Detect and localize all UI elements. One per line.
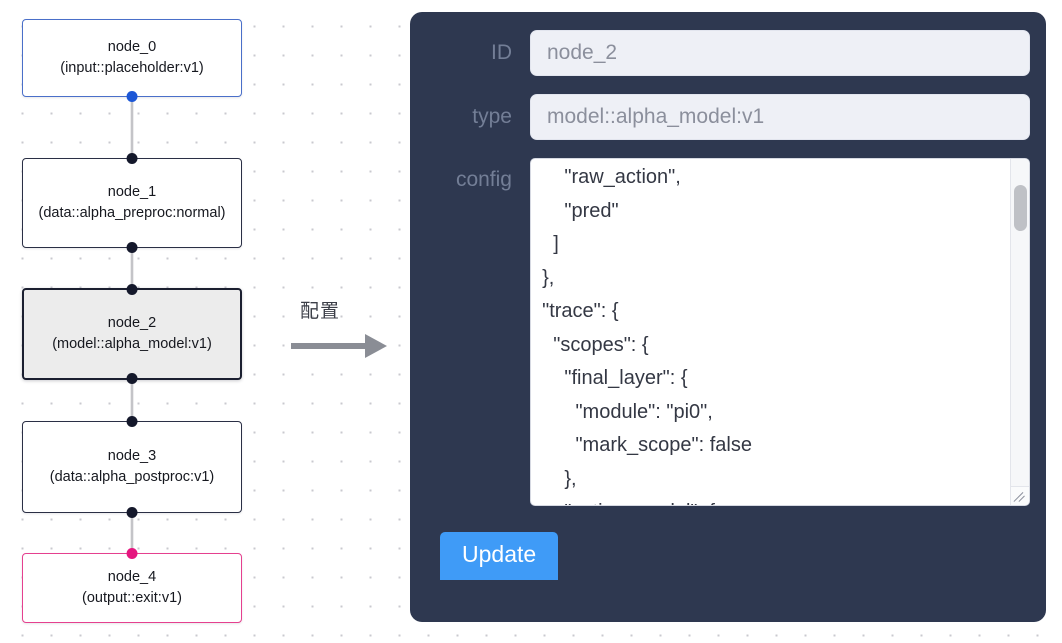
node-port-out[interactable]: [126, 91, 138, 102]
config-scrollbar[interactable]: [1010, 159, 1029, 487]
node-port-out[interactable]: [126, 242, 138, 253]
resize-handle-icon[interactable]: [1010, 486, 1029, 505]
right-arrow-icon: [291, 334, 387, 358]
config-scrollbar-thumb[interactable]: [1014, 185, 1027, 231]
node-type-label: (input::placeholder:v1): [60, 60, 204, 76]
node-type-label: (output::exit:v1): [82, 590, 182, 606]
transition-label: 配置: [300, 301, 341, 322]
graph-node-node_0[interactable]: node_0 (input::placeholder:v1): [22, 19, 242, 102]
node-inspector-panel: ID node_2 type model::alpha_model:v1 con…: [410, 12, 1046, 622]
node-type-label: (model::alpha_model:v1): [52, 336, 212, 352]
id-field-label: ID: [491, 41, 512, 64]
node-id-label: node_2: [107, 314, 157, 331]
graph-node-node_4[interactable]: node_4 (output::exit:v1): [22, 548, 242, 623]
config-textarea[interactable]: "raw_action", "pred" ] }, "trace": { "sc…: [542, 166, 752, 505]
id-input[interactable]: node_2: [530, 30, 1030, 76]
node-port-out[interactable]: [126, 507, 138, 518]
node-port-out[interactable]: [126, 373, 138, 384]
panel-actions: Update: [418, 532, 1030, 580]
graph-node-node_2[interactable]: node_2 (model::alpha_model:v1): [22, 284, 242, 384]
node-id-label: node_1: [107, 183, 157, 200]
config-textarea-wrapper[interactable]: "raw_action", "pred" ] }, "trace": { "sc…: [530, 158, 1030, 506]
graph-node-node_3[interactable]: node_3 (data::alpha_postproc:v1): [22, 416, 242, 518]
field-row-type: type model::alpha_model:v1: [418, 94, 1030, 140]
node-port-in[interactable]: [126, 548, 138, 559]
update-button[interactable]: Update: [440, 532, 559, 580]
node-port-in[interactable]: [126, 284, 138, 295]
node-id-label: node_0: [107, 38, 157, 55]
config-field-label: config: [455, 168, 512, 191]
node-port-in[interactable]: [126, 416, 138, 427]
field-row-id: ID node_2: [418, 30, 1030, 76]
type-field-label: type: [472, 105, 512, 128]
node-type-label: (data::alpha_preproc:normal): [38, 205, 226, 221]
transition-annotation: 配置: [289, 296, 397, 362]
field-row-config: config "raw_action", "pred" ] }, "trace"…: [418, 158, 1030, 506]
node-id-label: node_4: [107, 568, 157, 585]
type-input[interactable]: model::alpha_model:v1: [530, 94, 1030, 140]
node-type-label: (data::alpha_postproc:v1): [49, 469, 215, 485]
node-id-label: node_3: [107, 447, 157, 464]
node-port-in[interactable]: [126, 153, 138, 164]
graph-node-node_1[interactable]: node_1 (data::alpha_preproc:normal): [22, 153, 242, 253]
